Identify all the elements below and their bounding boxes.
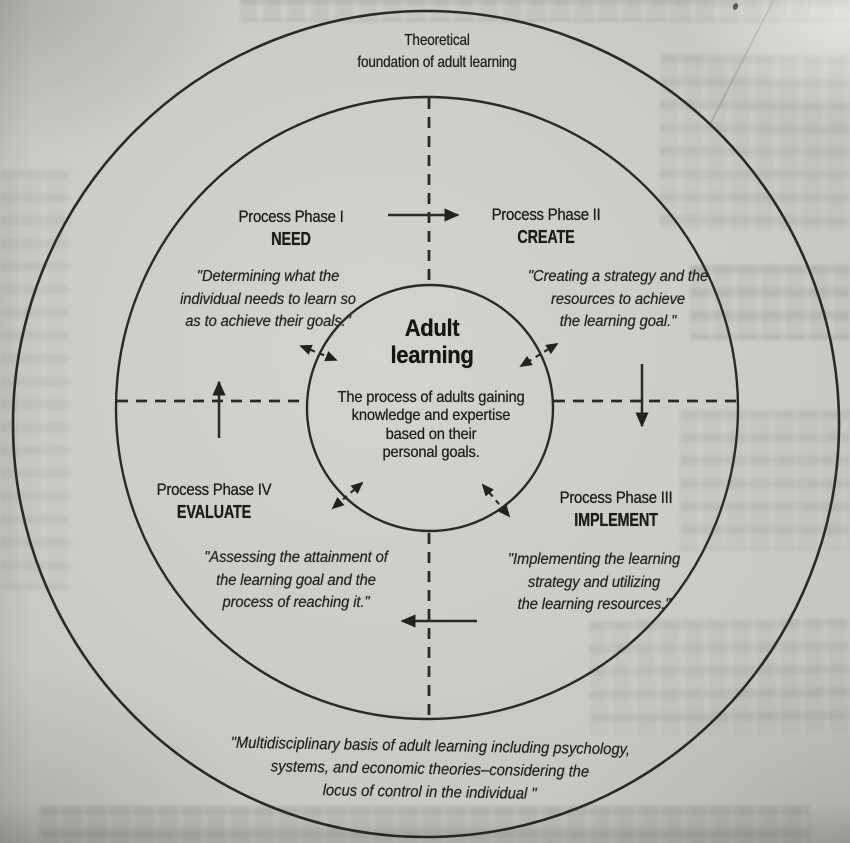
center-title: Adult learning (391, 315, 474, 369)
exchange-arrow-ne-icon (519, 343, 559, 367)
outer-ring-label: Theoretical foundation of adult learning (357, 30, 517, 73)
quote-line: individual needs to learn so (180, 290, 356, 308)
phase-iv-quote: "Assessing the attainment of the learnin… (204, 547, 388, 615)
phase-ii-keyword: CREATE (517, 227, 575, 247)
exchange-arrow-sw-icon (331, 481, 364, 510)
phase-iii-keyword: IMPLEMENT (574, 510, 658, 530)
phase-i-title: Process Phase I (238, 207, 344, 226)
quote-line: "Creating a strategy and the (527, 268, 709, 285)
quote-line: resources to achieve (551, 290, 685, 308)
outer-ring-label-line1: Theoretical (404, 32, 470, 49)
quote-line: the learning goal and the (216, 571, 376, 589)
phase-ii-quote: "Creating a strategy and the resources t… (528, 266, 708, 334)
quote-line: "Assessing the attainment of (204, 549, 388, 566)
phase-ii-heading: Process Phase II CREATE (492, 203, 601, 249)
phase-i-quote: "Determining what the individual needs t… (180, 266, 356, 334)
phase-iv-keyword: EVALUATE (176, 502, 252, 522)
phase-iv-title: Process Phase IV (156, 480, 272, 499)
phase-iii-quote: "Implementing the learning strategy and … (508, 549, 680, 617)
center-title-line: Adult (404, 315, 460, 342)
center-description-line: based on their (385, 425, 477, 443)
quote-line: "Determining what the (196, 268, 340, 285)
outer-ring-label-line2: foundation of adult learning (357, 53, 517, 71)
bottom-quote: "Multidisciplinary basis of adult learni… (230, 732, 631, 808)
quote-line: "Implementing the learning (507, 551, 681, 568)
phase-iv-heading: Process Phase IV EVALUATE (157, 478, 272, 524)
phase-iii-title: Process Phase III (559, 488, 673, 507)
phase-i-heading: Process Phase I NEED (239, 205, 344, 251)
center-description-line: The process of adults gaining (337, 389, 525, 406)
center-description-line: knowledge and expertise (351, 407, 511, 425)
quote-line: the learning resources." (517, 596, 671, 613)
center-title-line: learning (390, 342, 474, 369)
phase-ii-title: Process Phase II (491, 205, 601, 224)
center-description-line: personal goals. (382, 444, 480, 462)
center-description: The process of adults gaining knowledge … (338, 389, 525, 463)
quote-line: as to achieve their goals." (185, 313, 351, 330)
quote-line: process of reaching it." (222, 594, 370, 611)
quote-line: the learning goal." (559, 313, 677, 330)
phase-iii-heading: Process Phase III IMPLEMENT (560, 486, 673, 532)
quote-line: strategy and utilizing (527, 573, 661, 591)
phase-i-keyword: NEED (271, 229, 311, 249)
